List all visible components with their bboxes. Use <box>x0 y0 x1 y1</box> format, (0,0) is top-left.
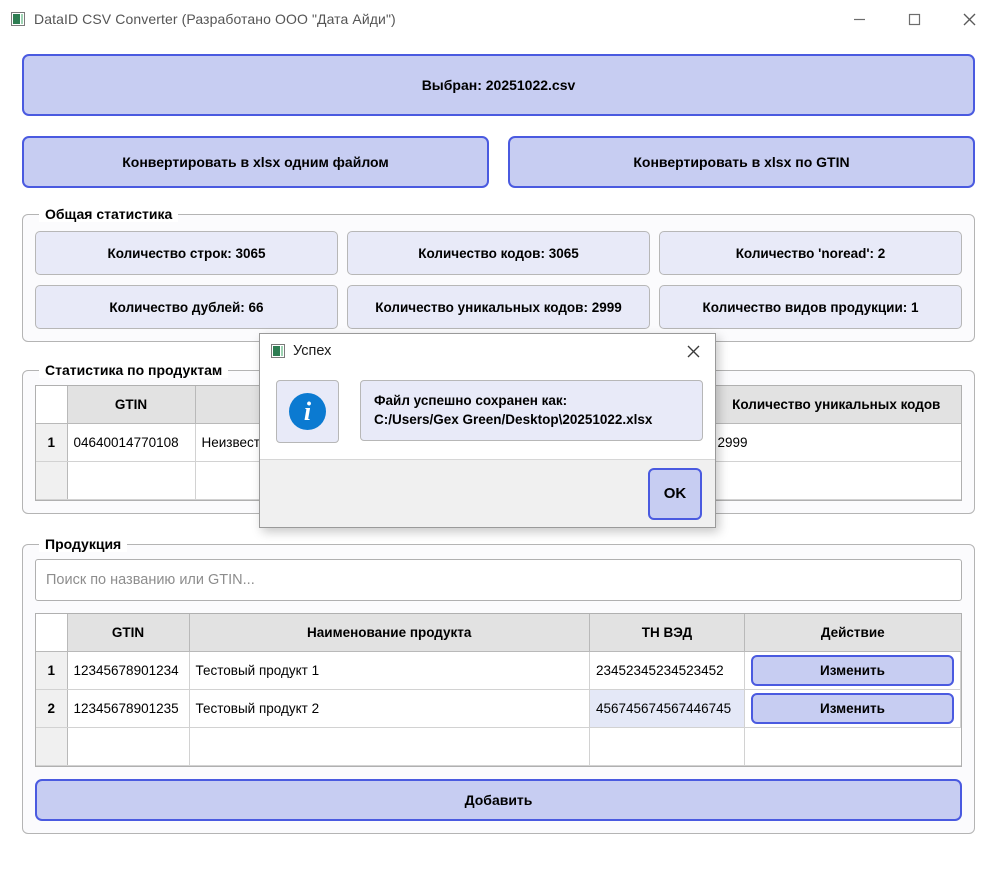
col-action[interactable]: Действие <box>744 614 961 652</box>
convert-buttons-row: Конвертировать в xlsx одним файлом Конве… <box>22 136 975 188</box>
app-icon <box>11 12 25 26</box>
add-product-button[interactable]: Добавить <box>35 779 962 821</box>
col-gtin[interactable]: GTIN <box>67 386 196 424</box>
stat-card-rows: Количество строк: 3065 <box>35 231 338 275</box>
window-controls <box>832 0 997 38</box>
success-dialog: Успех i Файл успешно сохранен как: C:/Us… <box>259 333 716 528</box>
edit-button[interactable]: Изменить <box>751 655 954 686</box>
stat-card-unique-codes: Количество уникальных кодов: 2999 <box>347 285 650 329</box>
dialog-titlebar: Успех <box>260 334 715 368</box>
cell-gtin[interactable]: 04640014770108 <box>67 423 196 462</box>
general-stats-title: Общая статистика <box>39 206 179 222</box>
cell-empty-action <box>744 727 961 766</box>
cell-gtin[interactable]: 12345678901234 <box>67 651 190 690</box>
col-gtin[interactable]: GTIN <box>67 614 190 652</box>
cell-empty-unique-codes <box>711 461 961 500</box>
maximize-icon[interactable] <box>887 0 942 38</box>
dialog-message-line-1: Файл успешно сохранен как: <box>374 393 568 408</box>
dialog-title: Успех <box>293 343 332 359</box>
cell-unique-codes[interactable]: 2999 <box>711 423 961 462</box>
cell-empty-gtin <box>67 461 196 500</box>
products-title: Продукция <box>39 536 128 552</box>
cell-gtin[interactable]: 12345678901235 <box>67 689 190 728</box>
edit-button[interactable]: Изменить <box>751 693 954 724</box>
cell-empty-product-name <box>189 727 590 766</box>
row-number: 1 <box>36 651 68 690</box>
cell-action: Изменить <box>744 689 961 728</box>
col-corner <box>36 386 68 424</box>
stat-card-noread: Количество 'noread': 2 <box>659 231 962 275</box>
cell-action: Изменить <box>744 651 961 690</box>
cell-tnved[interactable]: 23452345234523452 <box>589 651 745 690</box>
dialog-message: Файл успешно сохранен как: C:/Users/Gex … <box>360 380 703 441</box>
info-icon: i <box>289 393 326 430</box>
window-title: DataID CSV Converter (Разработано ООО "Д… <box>34 11 396 27</box>
cell-product-name[interactable]: Тестовый продукт 2 <box>189 689 590 728</box>
selected-file-button[interactable]: Выбран: 20251022.csv <box>22 54 975 116</box>
table-row[interactable]: 1 12345678901234 Тестовый продукт 1 2345… <box>36 651 961 690</box>
cell-empty-tnved <box>589 727 745 766</box>
dialog-ok-button[interactable]: OK <box>648 467 702 520</box>
stat-card-product-types: Количество видов продукции: 1 <box>659 285 962 329</box>
cell-tnved[interactable]: 456745674567446745 <box>589 689 745 728</box>
col-tnved[interactable]: ТН ВЭД <box>589 614 745 652</box>
general-stats-grid: Количество строк: 3065 Количество кодов:… <box>35 231 962 329</box>
close-icon[interactable] <box>942 0 997 38</box>
dialog-footer: OK <box>260 459 715 527</box>
row-number-empty <box>36 461 68 500</box>
products-table-wrap: GTIN Наименование продукта ТН ВЭД Действ… <box>35 613 962 767</box>
cell-empty-gtin <box>67 727 190 766</box>
minimize-icon[interactable] <box>832 0 887 38</box>
dialog-icon-box: i <box>276 380 339 443</box>
table-row-empty <box>36 727 961 766</box>
table-header-row: GTIN Наименование продукта ТН ВЭД Действ… <box>36 614 961 652</box>
stat-card-codes: Количество кодов: 3065 <box>347 231 650 275</box>
products-table: GTIN Наименование продукта ТН ВЭД Действ… <box>36 614 961 766</box>
search-input[interactable] <box>35 559 962 601</box>
table-row[interactable]: 2 12345678901235 Тестовый продукт 2 4567… <box>36 689 961 728</box>
row-number-empty <box>36 727 68 766</box>
col-unique-codes[interactable]: Количество уникальных кодов <box>711 386 961 424</box>
dialog-message-line-2: C:/Users/Gex Green/Desktop\20251022.xlsx <box>374 412 653 428</box>
stat-card-duplicates: Количество дублей: 66 <box>35 285 338 329</box>
close-icon[interactable] <box>671 334 715 368</box>
row-number: 2 <box>36 689 68 728</box>
convert-single-file-button[interactable]: Конвертировать в xlsx одним файлом <box>22 136 489 188</box>
window-titlebar: DataID CSV Converter (Разработано ООО "Д… <box>0 0 997 38</box>
dialog-body: i Файл успешно сохранен как: C:/Users/Ge… <box>260 368 715 459</box>
general-stats-group: Общая статистика Количество строк: 3065 … <box>22 206 975 342</box>
products-group: Продукция GTIN Наименование продукта ТН … <box>22 536 975 834</box>
product-stats-title: Статистика по продуктам <box>39 362 229 378</box>
col-corner <box>36 614 68 652</box>
cell-product-name[interactable]: Тестовый продукт 1 <box>189 651 590 690</box>
convert-by-gtin-button[interactable]: Конвертировать в xlsx по GTIN <box>508 136 975 188</box>
col-product-name[interactable]: Наименование продукта <box>189 614 590 652</box>
app-icon <box>271 344 285 358</box>
row-number: 1 <box>36 423 68 462</box>
